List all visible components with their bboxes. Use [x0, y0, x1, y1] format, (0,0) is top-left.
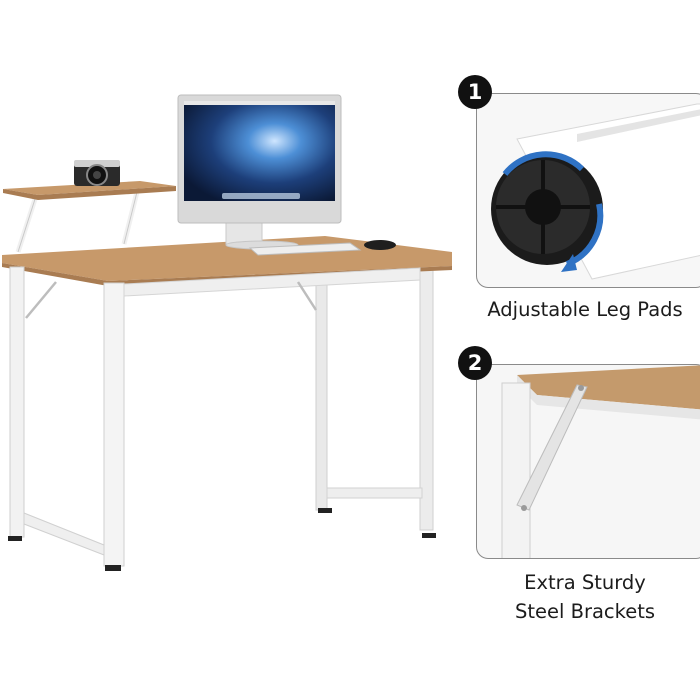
adjustable-leg-pad-icon — [491, 103, 700, 280]
desk-bracket — [296, 281, 318, 311]
leg-pad — [422, 533, 436, 538]
bracket-screw — [578, 385, 584, 391]
monitor-screen — [184, 101, 335, 201]
feature-number-badge: 1 — [458, 75, 492, 109]
computer-desk-illustration — [2, 94, 452, 571]
shelf-support-outline — [17, 195, 37, 253]
desk-back-leg — [315, 274, 328, 511]
camera-top — [74, 160, 120, 167]
desk-leg — [501, 382, 531, 558]
desk-side-bar — [23, 512, 105, 556]
dock — [222, 193, 300, 199]
mouse — [364, 240, 396, 250]
desk-apron — [517, 375, 700, 420]
shelf-support-outline — [123, 191, 138, 245]
keyboard — [248, 242, 362, 256]
leg-pad — [8, 536, 22, 541]
rotate-arrow-icon — [502, 151, 585, 176]
feature-number-badge: 2 — [458, 346, 492, 380]
desk-front-leg — [103, 282, 125, 567]
shelf-edge — [3, 186, 176, 200]
caption-line: Extra Sturdy — [524, 571, 646, 594]
feature-caption: Adjustable Leg Pads — [487, 298, 683, 321]
desk-front-apron — [123, 267, 421, 297]
desk-bracket — [25, 281, 57, 319]
caption-line: Steel Brackets — [514, 600, 656, 623]
leg-tube-edge — [577, 109, 700, 142]
desk-side-bar — [326, 487, 423, 499]
camera-lens-glass — [93, 171, 101, 179]
bracket-screw — [521, 505, 527, 511]
shelf-top — [3, 181, 176, 195]
feature-caption: Extra Sturdy Steel Brackets — [470, 568, 700, 626]
steel-bracket-detail-panel — [476, 364, 700, 559]
leg-pad-detail-panel — [476, 93, 700, 288]
desk-front-leg — [9, 266, 25, 538]
leg-pad — [105, 565, 121, 571]
steel-bracket-icon — [501, 365, 700, 558]
leg-pad — [318, 508, 332, 513]
desk-top-underside — [517, 365, 700, 410]
menu-bar — [184, 101, 335, 105]
